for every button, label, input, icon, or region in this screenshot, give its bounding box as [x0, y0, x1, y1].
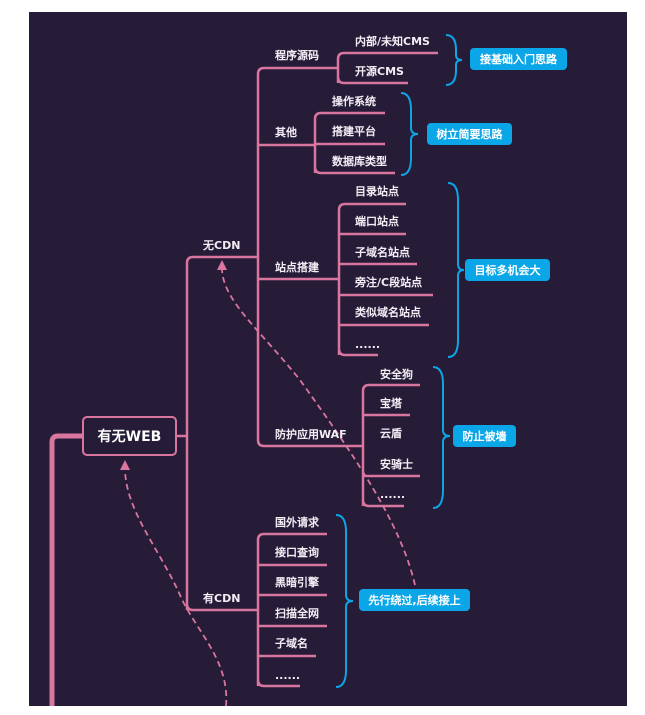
leaf-node[interactable]: 扫描全网: [275, 607, 319, 620]
root-node[interactable]: 有无WEB: [82, 416, 177, 456]
leaf-node[interactable]: 端口站点: [355, 215, 399, 228]
leaf-node[interactable]: 类似域名站点: [355, 306, 421, 319]
leaf-node[interactable]: ......: [275, 669, 301, 682]
leaf-node[interactable]: 黑暗引擎: [275, 576, 319, 589]
leaf-node[interactable]: 接口查询: [275, 546, 319, 559]
node-source-code[interactable]: 程序源码: [275, 49, 319, 62]
leaf-node[interactable]: ......: [355, 338, 381, 351]
summary-tag[interactable]: 接基础入门思路: [470, 48, 567, 70]
leaf-node[interactable]: 目录站点: [355, 185, 399, 198]
leaf-node[interactable]: 安骑士: [380, 458, 413, 471]
leaf-node[interactable]: 内部/未知CMS: [355, 35, 430, 48]
leaf-node[interactable]: 云盾: [380, 427, 402, 440]
branch-no-cdn[interactable]: 无CDN: [203, 239, 241, 252]
branch-has-cdn[interactable]: 有CDN: [203, 592, 241, 605]
leaf-node[interactable]: 操作系统: [332, 95, 376, 108]
leaf-node[interactable]: 旁注/C段站点: [355, 276, 423, 289]
node-site-build[interactable]: 站点搭建: [275, 261, 319, 274]
mindmap-canvas: [29, 12, 627, 706]
leaf-node[interactable]: 搭建平台: [332, 125, 376, 138]
leaf-node[interactable]: 数据库类型: [332, 155, 387, 168]
leaf-node[interactable]: 国外请求: [275, 516, 319, 529]
summary-tag[interactable]: 先行绕过,后续接上: [359, 589, 470, 611]
node-waf[interactable]: 防护应用WAF: [275, 428, 347, 441]
summary-tag[interactable]: 防止被墙: [453, 425, 516, 447]
leaf-node[interactable]: ......: [380, 488, 406, 501]
root-label: 有无WEB: [97, 429, 162, 445]
leaf-node[interactable]: 子域名: [275, 637, 308, 650]
leaf-node[interactable]: 宝塔: [380, 397, 402, 410]
node-other[interactable]: 其他: [275, 126, 297, 139]
leaf-node[interactable]: 开源CMS: [355, 65, 404, 78]
leaf-node[interactable]: 子域名站点: [355, 246, 410, 259]
summary-tag[interactable]: 目标多机会大: [465, 259, 550, 281]
leaf-node[interactable]: 安全狗: [380, 368, 413, 381]
summary-tag[interactable]: 树立简要思路: [427, 123, 512, 145]
